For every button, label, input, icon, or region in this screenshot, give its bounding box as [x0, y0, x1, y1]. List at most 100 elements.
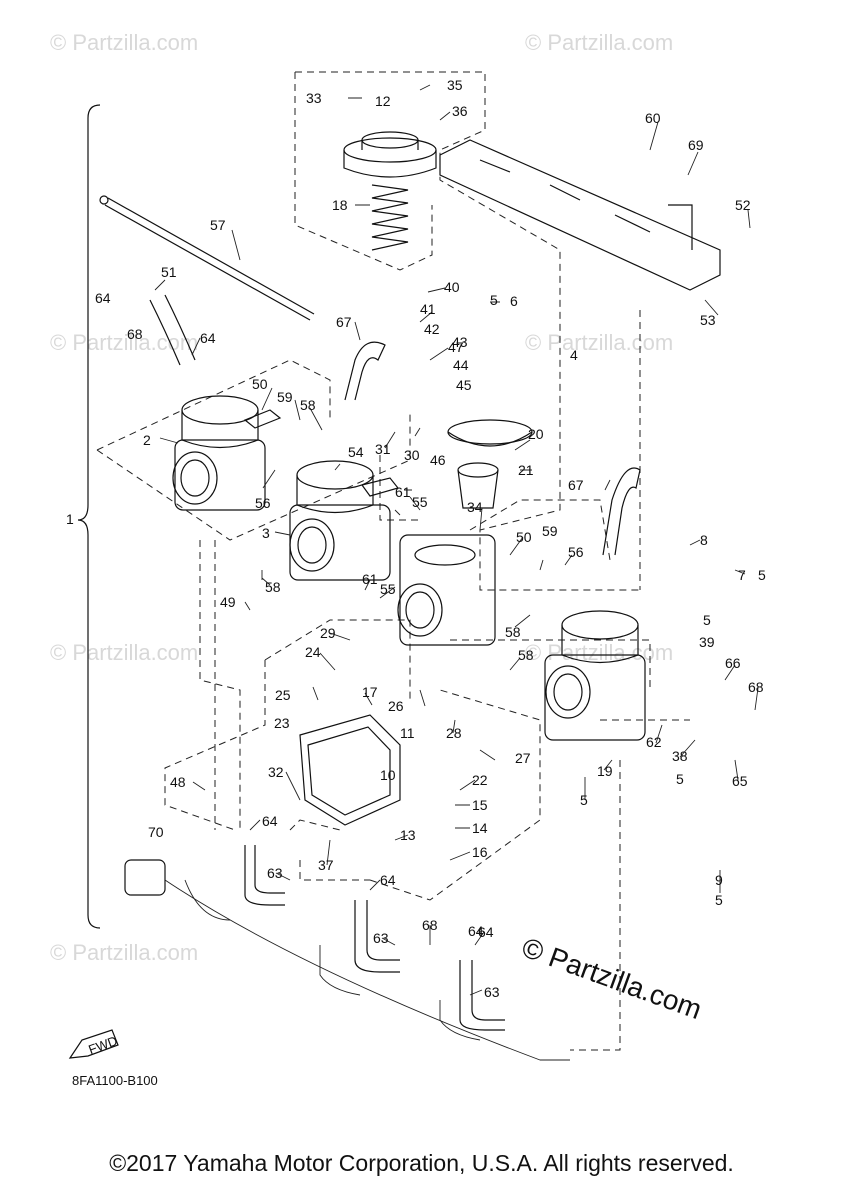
callout-numbers: 1 2 3 4 6 7 8 9 10 11 12 13 14 15 16 17 …	[66, 77, 766, 1000]
callout-64: 64	[95, 290, 111, 306]
callout-62: 62	[646, 734, 662, 750]
callout-45: 45	[456, 377, 472, 393]
group-outlines	[96, 71, 690, 1051]
carburetor-body-right	[544, 610, 646, 741]
callout-48: 48	[170, 774, 186, 790]
callout-67: 67	[336, 314, 352, 330]
callout-47: 47	[448, 339, 464, 355]
callout-38: 38	[672, 748, 688, 764]
assembly-bracket	[77, 104, 101, 929]
callout-5-ref: 5	[758, 567, 766, 583]
callout-68-ref: 68	[748, 679, 764, 695]
callout-65: 65	[732, 773, 748, 789]
callout-50-ref: 50	[516, 529, 532, 545]
callout-64-ref: 64	[200, 330, 216, 346]
callout-10: 10	[380, 767, 396, 783]
callout-52: 52	[735, 197, 751, 213]
callout-37: 37	[318, 857, 334, 873]
leader-lines	[154, 84, 759, 996]
spring	[371, 184, 409, 251]
copyright-notice: ©2017 Yamaha Motor Corporation, U.S.A. A…	[109, 1150, 734, 1176]
callout-17: 17	[362, 684, 378, 700]
callout-43: 43	[452, 334, 468, 350]
callout-64-ref: 64	[380, 872, 396, 888]
callout-7: 7	[738, 567, 746, 583]
callout-33: 33	[306, 90, 322, 106]
callout-54: 54	[348, 444, 364, 460]
callout-61-ref: 61	[362, 571, 378, 587]
callout-60: 60	[645, 110, 661, 126]
callout-35: 35	[447, 77, 463, 93]
callout-61: 61	[395, 484, 411, 500]
callout-29: 29	[320, 625, 336, 641]
callout-59: 59	[277, 389, 293, 405]
callout-46: 46	[430, 452, 446, 468]
callout-63-ref: 63	[484, 984, 500, 1000]
callout-32: 32	[268, 764, 284, 780]
callout-15: 15	[472, 797, 488, 813]
callout-8: 8	[700, 532, 708, 548]
watermark: © Partzilla.com	[50, 30, 198, 55]
callout-5: 5	[490, 292, 498, 308]
callout-28: 28	[446, 725, 462, 741]
callout-18: 18	[332, 197, 348, 213]
callout-58-ref: 58	[265, 579, 281, 595]
callout-58: 58	[300, 397, 316, 413]
sensor-harness	[124, 859, 570, 1061]
float-bowl	[299, 714, 401, 826]
callout-12: 12	[375, 93, 391, 109]
carburetor-body-center	[397, 534, 496, 646]
callout-64-ref: 64	[468, 923, 484, 939]
vent-hoses	[149, 294, 641, 1031]
callout-64-ref: 64	[478, 924, 494, 940]
callout-4: 4	[570, 347, 578, 363]
linkage-bracket	[439, 139, 721, 291]
callout-25: 25	[275, 687, 291, 703]
callout-5-ref: 5	[580, 792, 588, 808]
diaphragm-cover	[343, 131, 437, 178]
callout-58-ref: 58	[505, 624, 521, 640]
callout-44: 44	[453, 357, 469, 373]
watermark: © Partzilla.com	[50, 640, 198, 665]
callout-9: 9	[715, 872, 723, 888]
watermark: © Partzilla.com	[525, 330, 673, 355]
callout-70: 70	[148, 824, 164, 840]
diagram-code: 8FA1100-B100	[72, 1073, 158, 1088]
callout-68-ref: 68	[422, 917, 438, 933]
callout-16: 16	[472, 844, 488, 860]
callout-5-ref: 5	[676, 771, 684, 787]
callout-1: 1	[66, 511, 74, 527]
callout-63: 63	[267, 865, 283, 881]
callout-31: 31	[375, 441, 391, 457]
callout-56-ref: 56	[568, 544, 584, 560]
watermark-large: © Partzilla.com	[518, 932, 706, 1026]
callout-55: 55	[412, 494, 428, 510]
callout-55-ref: 55	[380, 581, 396, 597]
callout-22: 22	[472, 772, 488, 788]
callout-27: 27	[515, 750, 531, 766]
watermark: © Partzilla.com	[525, 640, 673, 665]
watermark: © Partzilla.com	[50, 940, 198, 965]
carburetor-body-second	[289, 460, 400, 581]
callout-50: 50	[252, 376, 268, 392]
callout-36: 36	[452, 103, 468, 119]
callout-57: 57	[210, 217, 226, 233]
callout-58-ref: 58	[518, 647, 534, 663]
callout-13: 13	[400, 827, 416, 843]
watermark: © Partzilla.com	[525, 30, 673, 55]
callout-40: 40	[444, 279, 460, 295]
callout-24: 24	[305, 644, 321, 660]
callout-30: 30	[404, 447, 420, 463]
callout-39: 39	[699, 634, 715, 650]
vacuum-piston	[447, 419, 533, 509]
callout-2: 2	[143, 432, 151, 448]
callout-51: 51	[161, 264, 177, 280]
callout-41: 41	[420, 301, 436, 317]
callout-19: 19	[597, 763, 613, 779]
callout-59-ref: 59	[542, 523, 558, 539]
callout-34: 34	[467, 499, 483, 515]
callout-23: 23	[274, 715, 290, 731]
callout-42: 42	[424, 321, 440, 337]
callout-26: 26	[388, 698, 404, 714]
